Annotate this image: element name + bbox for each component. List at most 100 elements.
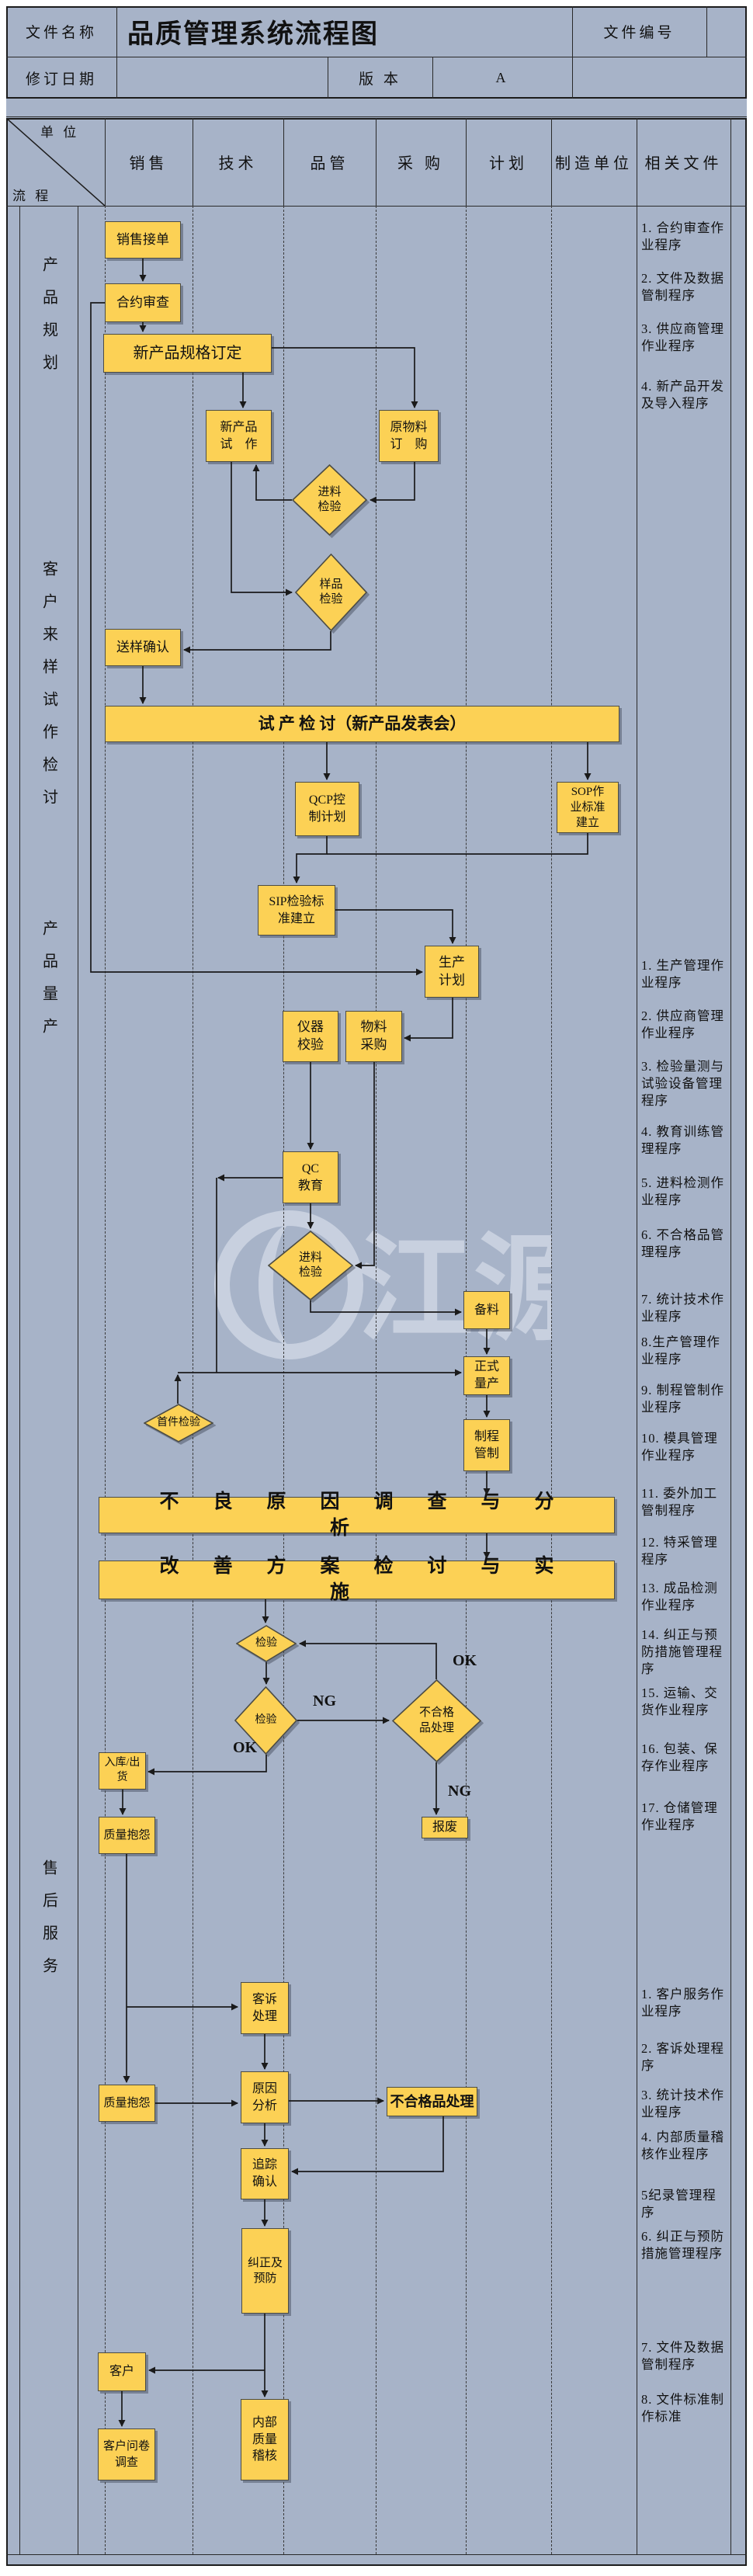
mass-production: 正式 量产 (463, 1356, 510, 1395)
grid-line (283, 118, 284, 206)
doc-name-label: 文件名称 (25, 25, 97, 41)
edge-label-ok: OK (453, 1652, 477, 1669)
raw-material-order: 原物料 订 购 (379, 410, 439, 462)
doc-item: 12. 特采管理程序 (641, 1535, 718, 1567)
inspection-2: 检验 (234, 1686, 297, 1755)
title-block-frame (6, 6, 747, 99)
trial-review-bar: 试 产 检 讨（新产品发表会） (105, 706, 619, 742)
doc-item: 5. 进料检测作业程序 (641, 1175, 724, 1207)
edge-label-ng: NG (448, 1783, 471, 1800)
grid-line (551, 206, 552, 2554)
doc-item: 7. 统计技术作业程序 (641, 1292, 724, 1324)
grid-line (6, 2554, 747, 2555)
correction-prevention: 纠正及 预防 (241, 2228, 289, 2314)
doc-item: 2. 供应商管理作业程序 (641, 1009, 724, 1040)
phase-label-3: 产品量产 (40, 920, 57, 1050)
doc-item: 2. 客诉处理程序 (641, 2041, 724, 2073)
doc-no-label: 文件编号 (603, 25, 675, 41)
customer-survey: 客户问卷 调查 (98, 2428, 155, 2481)
column-header-2: 技术 (218, 155, 258, 172)
doc-item: 1. 合约审查作业程序 (641, 220, 724, 252)
grid-line (6, 206, 747, 207)
new-product-spec: 新产品规格订定 (103, 334, 272, 373)
material-purchase: 物料 采购 (345, 1011, 402, 1062)
customer: 客户 (98, 2352, 146, 2391)
column-header-6: 制造单位 (555, 155, 633, 172)
material-prep: 备料 (463, 1291, 510, 1329)
doc-item: 1. 客户服务作业程序 (641, 1987, 724, 2019)
edge-label-ng: NG (313, 1692, 336, 1710)
doc-item: 7. 文件及数据管制程序 (641, 2340, 724, 2372)
doc-item: 6. 不合格品管理程序 (641, 1227, 724, 1259)
new-product-trial: 新产品 试 作 (206, 410, 272, 462)
doc-item: 6. 纠正与预防措施管理程序 (641, 2229, 724, 2261)
grid-line (283, 206, 284, 2554)
doc-item: 3. 检验量测与试验设备管理程序 (641, 1059, 724, 1108)
phase-label-4: 售后服务 (40, 1859, 57, 1990)
qc-education: QC 教育 (283, 1151, 338, 1203)
sample-inspection: 样品 检验 (295, 554, 367, 631)
phase-label-1: 产品规划 (40, 256, 57, 387)
flow-label: 流 程 (12, 189, 52, 203)
incoming-inspection-1: 进料 检验 (292, 464, 367, 536)
column-header-7: 相关文件 (644, 155, 723, 172)
nonconforming-diamond: 不合格 品处理 (392, 1679, 481, 1762)
doc-item: 10. 模具管理作业程序 (641, 1431, 718, 1463)
grid-line (572, 6, 573, 99)
column-header-5: 计划 (489, 155, 528, 172)
doc-item: 14. 纠正与预防措施管理程序 (641, 1627, 723, 1676)
revision-date-label: 修订日期 (25, 71, 97, 88)
grid-line (466, 118, 467, 206)
column-header-4: 采 购 (397, 155, 444, 172)
nonconforming-rect: 不合格品处理 (387, 2087, 477, 2116)
column-header-1: 销售 (129, 155, 168, 172)
incoming-inspection-2: 进料 检验 (268, 1231, 353, 1300)
grid-line (116, 6, 117, 99)
version-value: A (495, 69, 509, 85)
unit-label: 单 位 (40, 125, 80, 140)
doc-item: 8. 文件标准制作标准 (641, 2392, 724, 2424)
qcp-plan: QCP控 制计划 (295, 782, 359, 836)
internal-audit: 内部 质量 稽核 (241, 2399, 289, 2481)
edge-label-ok: OK (233, 1739, 258, 1756)
complaint-handling: 客诉 处理 (241, 1982, 289, 2034)
contract-review: 合约审查 (105, 283, 181, 322)
phase-label-2: 客户来样试作检讨 (40, 561, 57, 821)
doc-item: 13. 成品检测作业程序 (641, 1581, 718, 1613)
grid-line (19, 206, 20, 2554)
improvement-bar: 改善方案检讨与实施 (99, 1556, 615, 1603)
grid-line (105, 118, 106, 206)
sales-order: 销售接单 (105, 221, 181, 259)
doc-item: 17. 仓储管理作业程序 (641, 1800, 718, 1832)
doc-item: 4. 新产品开发及导入程序 (641, 379, 724, 411)
first-article-inspection: 首件检验 (144, 1404, 213, 1442)
production-plan: 生产 计划 (425, 946, 479, 998)
grid-line (730, 118, 731, 2554)
doc-item: 3. 统计技术作业程序 (641, 2088, 724, 2119)
grid-line (432, 57, 433, 99)
sample-confirm: 送样确认 (105, 629, 181, 666)
doc-item: 2. 文件及数据管制程序 (641, 271, 724, 303)
process-control: 制程 管制 (463, 1419, 510, 1471)
quality-complaint-1: 质量抱怨 (99, 1817, 155, 1854)
warehouse-shipping: 入库/出 货 (99, 1752, 146, 1790)
unit-flow-cell: 单 位 流 程 (6, 118, 105, 206)
sop-standard: SOP作 业标准 建立 (557, 782, 619, 833)
version-label: 版 本 (359, 71, 401, 88)
instrument-calibration: 仪器 校验 (283, 1011, 338, 1062)
doc-item: 1. 生产管理作业程序 (641, 958, 724, 990)
doc-item: 11. 委外加工管制程序 (641, 1486, 718, 1518)
doc-item: 15. 运输、交货作业程序 (641, 1686, 718, 1717)
grid-line (706, 6, 707, 57)
doc-item: 16. 包装、保存作业程序 (641, 1741, 718, 1773)
flow-table-frame (6, 118, 747, 2566)
scrap: 报废 (422, 1817, 468, 1838)
doc-item: 3. 供应商管理作业程序 (641, 321, 724, 353)
doc-item: 9. 制程管制作业程序 (641, 1383, 724, 1415)
cause-survey-bar: 不良原因调查与分析 (99, 1491, 615, 1539)
cause-analysis: 原因 分析 (241, 2071, 289, 2123)
doc-item: 5纪录管理程序 (641, 2188, 717, 2220)
column-header-3: 品管 (310, 155, 349, 172)
grid-line (6, 116, 747, 117)
